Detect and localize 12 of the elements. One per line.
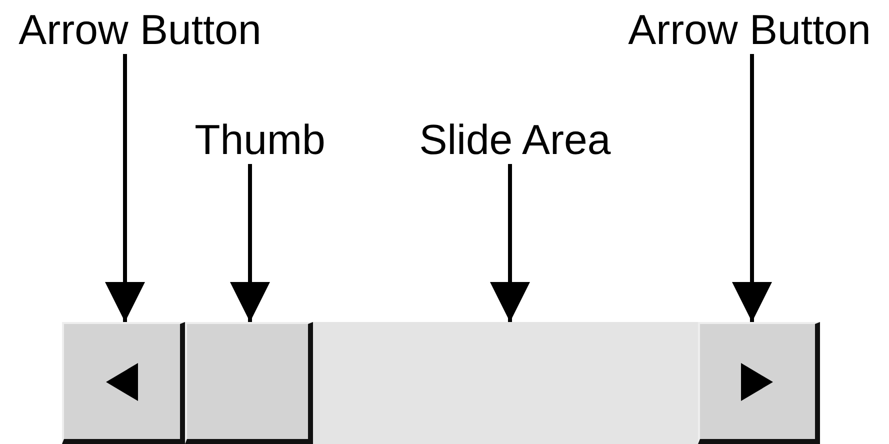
- part-label: Arrow Button: [0, 6, 280, 54]
- leader-arrow: [105, 54, 145, 322]
- leader-arrow: [230, 164, 270, 322]
- slide-area: [313, 322, 698, 444]
- leader-arrow: [490, 164, 530, 322]
- part-label: Thumb: [180, 116, 340, 164]
- arrow-button: [62, 322, 185, 444]
- part-label: Slide Area: [400, 116, 630, 164]
- arrow-button: [698, 322, 820, 444]
- leader-arrow: [732, 54, 772, 322]
- part-label: Arrow Button: [610, 6, 889, 54]
- scrollbar-thumb: [185, 322, 313, 444]
